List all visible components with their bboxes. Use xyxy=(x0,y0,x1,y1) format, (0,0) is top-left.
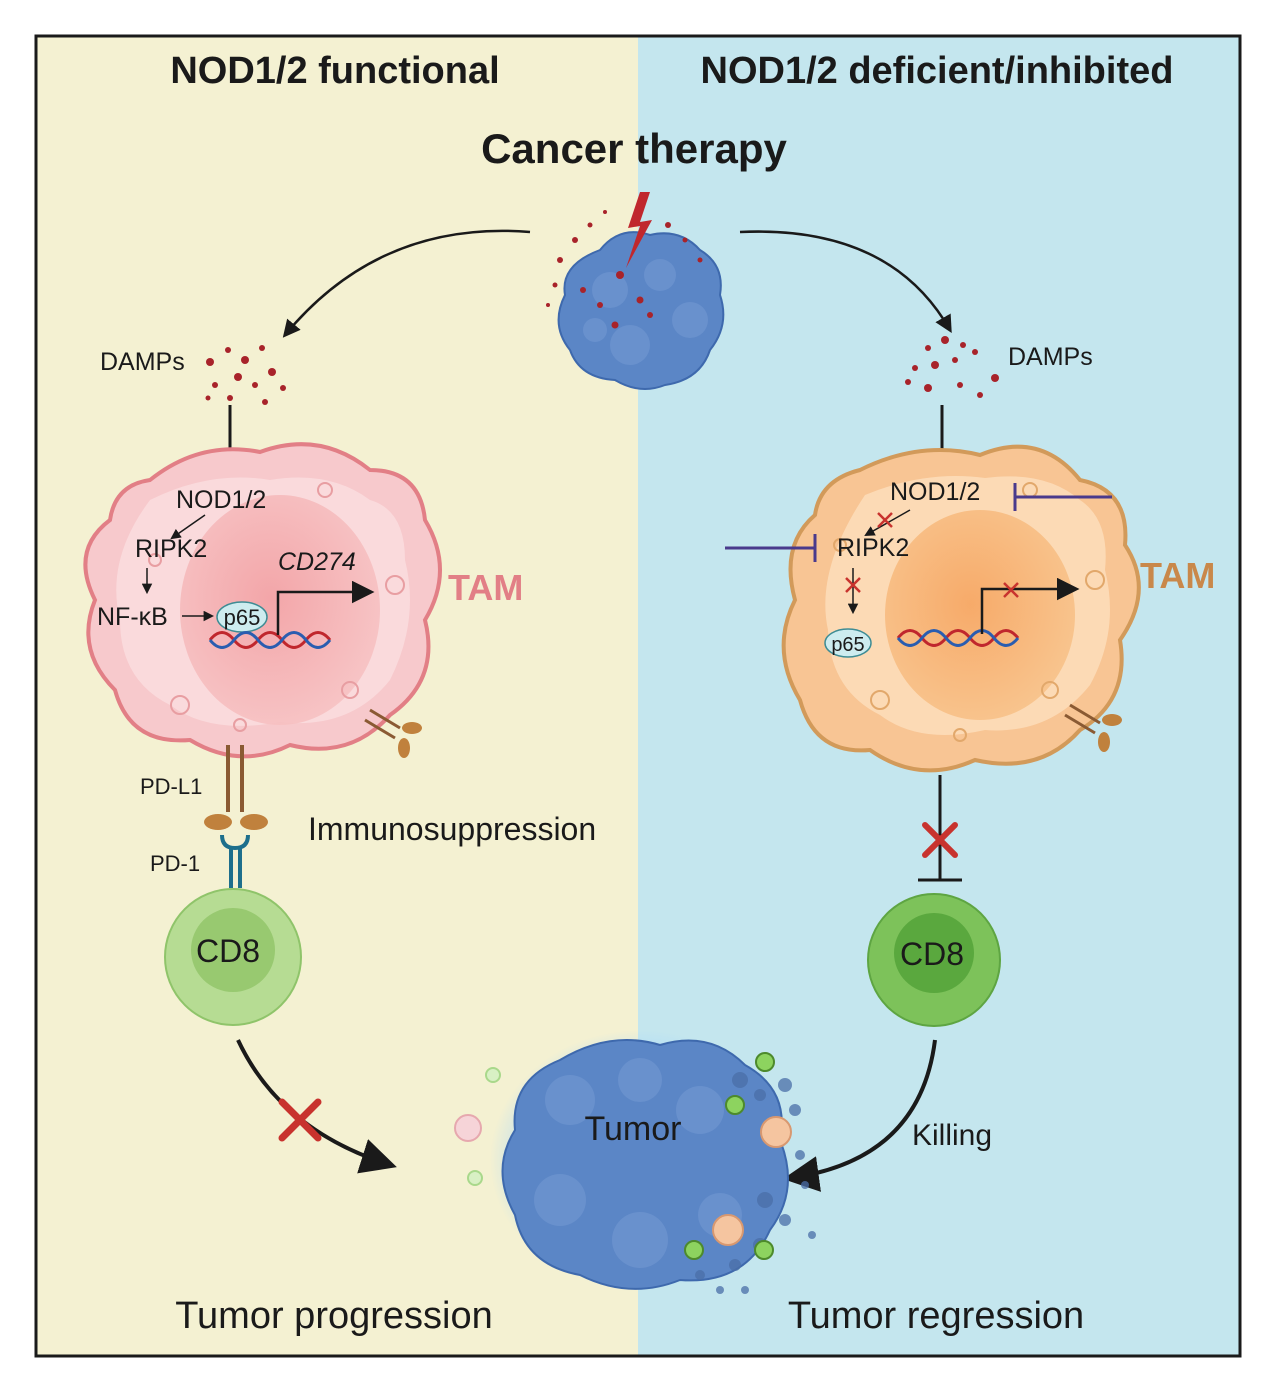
left-dna xyxy=(208,631,332,649)
left-nod-to-ripk2-arrow xyxy=(170,514,206,540)
treated-tumor-cell xyxy=(546,192,725,390)
left-nod-label: NOD1/2 xyxy=(176,486,266,514)
left-pdl1-receptor xyxy=(204,745,268,830)
immunosuppression-label: Immunosuppression xyxy=(308,811,596,847)
right-cd8-to-tumor-arrow xyxy=(782,1039,937,1192)
figure-border xyxy=(34,34,1242,1358)
right-p65-label: p65 xyxy=(831,634,864,656)
left-header: NOD1/2 functional xyxy=(170,50,499,92)
left-transcription-arrow xyxy=(276,580,375,635)
left-damps-label: DAMPs xyxy=(100,348,185,376)
left-block-x-icon xyxy=(278,1098,322,1142)
right-tam-nucleus xyxy=(885,510,1075,720)
left-pdl1-label: PD-L1 xyxy=(140,774,202,799)
right-nod-block-x-icon xyxy=(877,512,893,528)
left-outcome: Tumor progression xyxy=(175,1295,493,1337)
right-tam-label: TAM xyxy=(1140,555,1215,596)
right-ripk2-label: RIPK2 xyxy=(837,534,909,562)
right-transcription-arrow xyxy=(980,577,1080,634)
radiation-bolt-icon xyxy=(626,192,652,268)
right-damps-label: DAMPs xyxy=(1008,343,1093,371)
tumor-label: Tumor xyxy=(585,1110,682,1148)
left-tam-label: TAM xyxy=(448,567,523,608)
left-side-receptor xyxy=(364,708,422,758)
right-suppression-blocked xyxy=(918,775,962,882)
left-cd8-label: CD8 xyxy=(196,933,260,969)
left-tam-cell xyxy=(83,442,442,759)
right-dna xyxy=(896,629,1020,647)
right-cd8-cell xyxy=(867,893,1001,1027)
right-p65-blob xyxy=(824,628,872,658)
cancer-therapy-title: Cancer therapy xyxy=(481,125,787,172)
right-side-receptor xyxy=(1064,703,1122,752)
right-nod-label: NOD1/2 xyxy=(890,478,980,506)
right-ripk2-inhibitor xyxy=(725,534,817,562)
left-p65-label: p65 xyxy=(224,605,261,630)
arrow-to-left-damps xyxy=(282,229,531,338)
right-ripk2-block-x-icon xyxy=(845,577,861,593)
left-nfkb-label: NF-κB xyxy=(97,603,168,631)
left-pd1-label: PD-1 xyxy=(150,851,200,876)
right-damps-dots xyxy=(905,336,999,398)
arrow-to-right-damps xyxy=(739,230,952,334)
right-nod-inhibitor xyxy=(1013,483,1112,511)
left-cd274-gene: CD274 xyxy=(278,548,356,576)
left-damps-dots xyxy=(205,345,286,405)
right-cd8-label: CD8 xyxy=(900,936,964,972)
left-pd1-receptor xyxy=(220,834,250,888)
right-outcome: Tumor regression xyxy=(788,1295,1084,1337)
left-ripk2-label: RIPK2 xyxy=(135,535,207,563)
tumor-mass xyxy=(454,1030,816,1294)
killing-label: Killing xyxy=(912,1119,992,1152)
left-tam-nucleus xyxy=(180,495,380,725)
left-cd8-cell xyxy=(164,888,302,1026)
right-transcription-block-x-icon xyxy=(1003,582,1019,598)
right-header: NOD1/2 deficient/inhibited xyxy=(701,50,1174,92)
right-suppression-block-x-icon xyxy=(922,822,958,858)
